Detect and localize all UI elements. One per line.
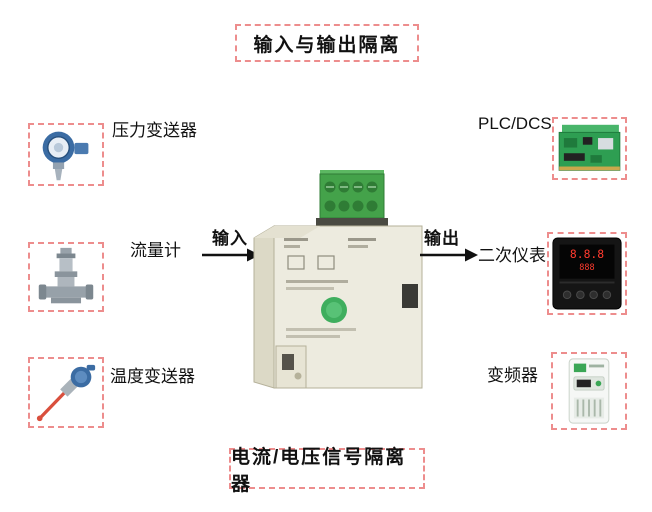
flow-meter-icon [38, 247, 94, 304]
plc-dcs-box [552, 117, 627, 180]
pressure-transmitter-box [28, 123, 104, 186]
bottom-title: 电流/电压信号隔离器 [231, 446, 407, 495]
top-title: 输入与输出隔离 [253, 34, 401, 56]
svg-text:888: 888 [579, 263, 594, 273]
secondary-instrument-box: 8.8.8 888 [547, 232, 627, 315]
top-title-box: 输入与输出隔离 [235, 24, 419, 62]
plc-dcs-board-icon [558, 124, 621, 171]
temperature-transmitter-label: 温度变送器 [110, 367, 195, 386]
flow-meter-label: 流量计 [130, 241, 181, 260]
bottom-title-box: 电流/电压信号隔离器 [229, 447, 425, 495]
digital-panel-meter-icon: 8.8.8 888 [552, 237, 622, 310]
svg-text:8.8.8: 8.8.8 [570, 247, 604, 261]
secondary-instrument-label: 二次仪表 [478, 246, 546, 265]
output-flow-label: 输出 [424, 229, 460, 248]
vfd-label: 变频器 [487, 366, 538, 385]
pressure-transmitter-label: 压力变送器 [112, 121, 197, 140]
temperature-transmitter-icon [36, 364, 96, 421]
vfd-inverter-icon [568, 358, 610, 424]
flow-meter-box [28, 242, 104, 312]
output-arrow-icon [420, 248, 478, 262]
signal-isolator-module [253, 170, 423, 389]
plc-dcs-label: PLC/DCS [478, 114, 552, 133]
input-flow-label: 输入 [212, 229, 248, 248]
pressure-transmitter-icon [42, 131, 89, 180]
temperature-transmitter-box [28, 357, 104, 428]
vfd-box [551, 352, 627, 430]
